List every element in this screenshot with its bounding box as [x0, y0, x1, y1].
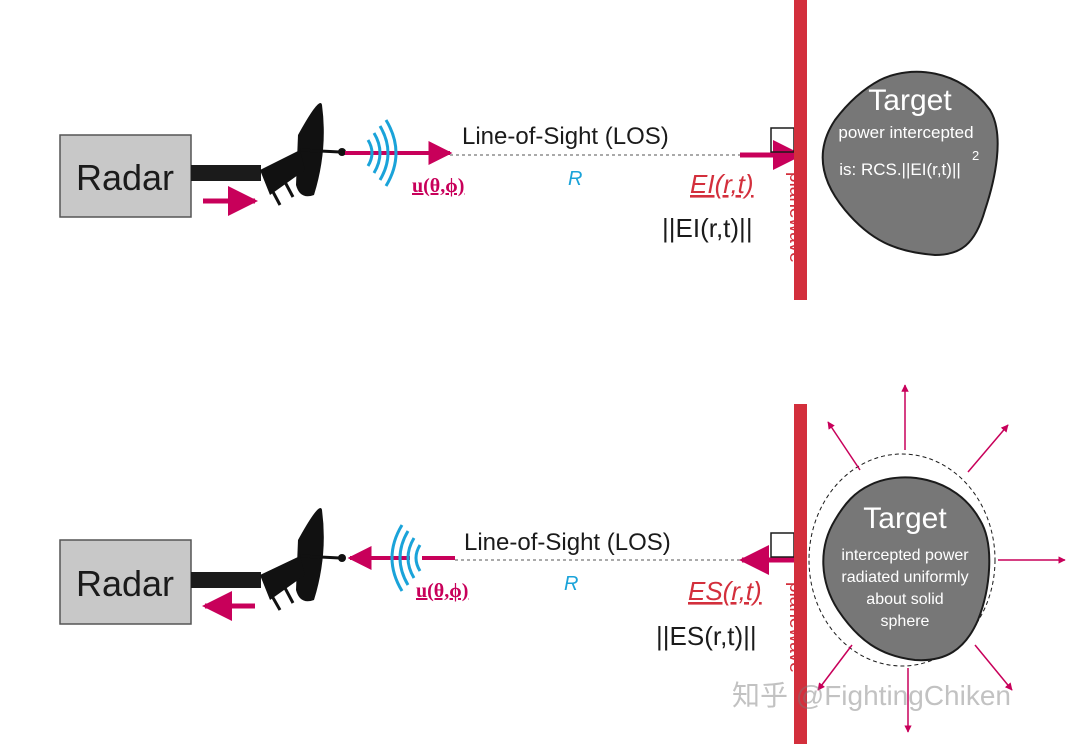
bottom-radar-label: Radar [76, 563, 174, 604]
bottom-range-label: R [564, 573, 578, 595]
top-radar-box [59, 134, 192, 218]
bottom-radiation-arrows [817, 384, 1066, 733]
bottom-dish-antenna-icon [260, 508, 346, 611]
bottom-target-line4: sphere [881, 613, 930, 630]
top-planewave-bar [794, 0, 807, 300]
bottom-target-line2: radiated uniformly [841, 569, 968, 586]
top-direction-label: u(θ,ϕ) [412, 175, 464, 197]
bottom-right-angle-marker [770, 532, 795, 558]
top-field-label: EI(r,t) [690, 169, 754, 199]
top-range-label: R [568, 168, 582, 190]
watermark-text: 知乎 @FightingChiken [732, 680, 1011, 711]
bottom-direction-label: u(θ,ϕ) [416, 580, 468, 602]
bottom-radiation-sphere [808, 453, 996, 667]
bottom-planewave-bar [794, 404, 807, 744]
top-los-label: Line-of-Sight (LOS) [462, 123, 669, 150]
bottom-feed-line [191, 572, 261, 588]
top-planewave-label: planewave [785, 172, 806, 263]
bottom-panel: Radar u(θ,ϕ) Line-of-Sight (LOS) R [59, 384, 1066, 744]
top-target-shape [821, 70, 999, 257]
top-target-exponent: 2 [972, 148, 979, 163]
top-panel: Radar u(θ,ϕ) Line-of-Sight (LOS) R [59, 0, 999, 300]
top-feed-line [191, 165, 261, 181]
top-target-line1: power intercepted [838, 123, 973, 142]
bottom-target-title: Target [863, 502, 947, 535]
top-right-angle-marker [770, 127, 795, 153]
bottom-target-shape [822, 476, 991, 662]
top-radar-label: Radar [76, 157, 174, 198]
bottom-wave-icon [390, 524, 422, 592]
bottom-target-line3: about solid [866, 591, 943, 608]
top-dish-antenna-icon [260, 103, 346, 206]
bottom-radar-box [59, 539, 192, 625]
top-target-line2: is: RCS.||EI(r,t)|| [839, 160, 961, 179]
top-field-magnitude: ||EI(r,t)|| [662, 213, 753, 243]
top-target-title: Target [868, 84, 952, 117]
bottom-field-magnitude: ||ES(r,t)|| [656, 621, 757, 651]
bottom-planewave-label: planewave [785, 582, 806, 673]
bottom-los-label: Line-of-Sight (LOS) [464, 529, 671, 556]
bottom-field-label: ES(r,t) [688, 576, 762, 606]
bottom-target-line1: intercepted power [841, 547, 969, 564]
top-wave-icon [366, 119, 398, 187]
